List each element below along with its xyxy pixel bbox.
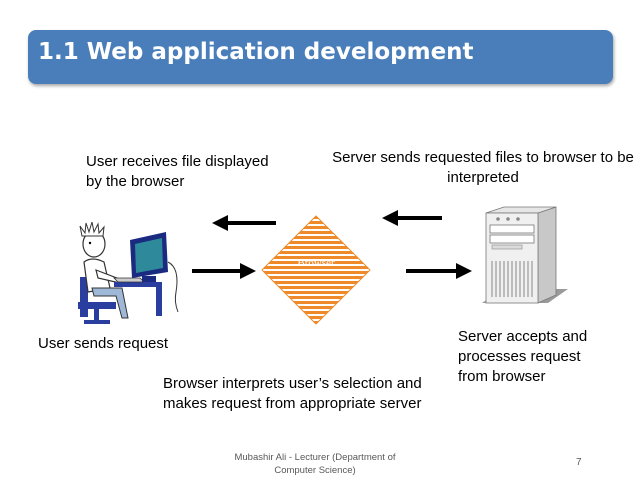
title-bar: 1.1 Web application development (28, 30, 613, 84)
browser-diamond-icon: Browser (260, 214, 372, 326)
label-user-sends: User sends request (38, 335, 169, 352)
label-server-sends: Server sends requested files to browser … (332, 149, 634, 186)
label-user-receives: User receives file displayed by the brow… (86, 153, 269, 190)
arrow-user-to-browser (190, 262, 256, 280)
browser-text: Browser (297, 257, 335, 269)
footer-author: Mubashir Ali - Lecturer (Department of C… (234, 452, 396, 476)
slide-title: 1.1 Web application development (38, 39, 474, 65)
label-browser-interprets: Browser interprets user’s selection and … (163, 375, 422, 412)
page-number: 7 (576, 457, 582, 468)
label-server-accepts: Server accepts and processes request fro… (458, 328, 588, 385)
arrow-browser-to-server (404, 262, 472, 280)
server-tower-icon (478, 205, 574, 317)
arrow-server-to-browser (382, 209, 444, 227)
arrow-browser-to-user (212, 214, 278, 232)
user-computer-illustration (70, 222, 185, 327)
